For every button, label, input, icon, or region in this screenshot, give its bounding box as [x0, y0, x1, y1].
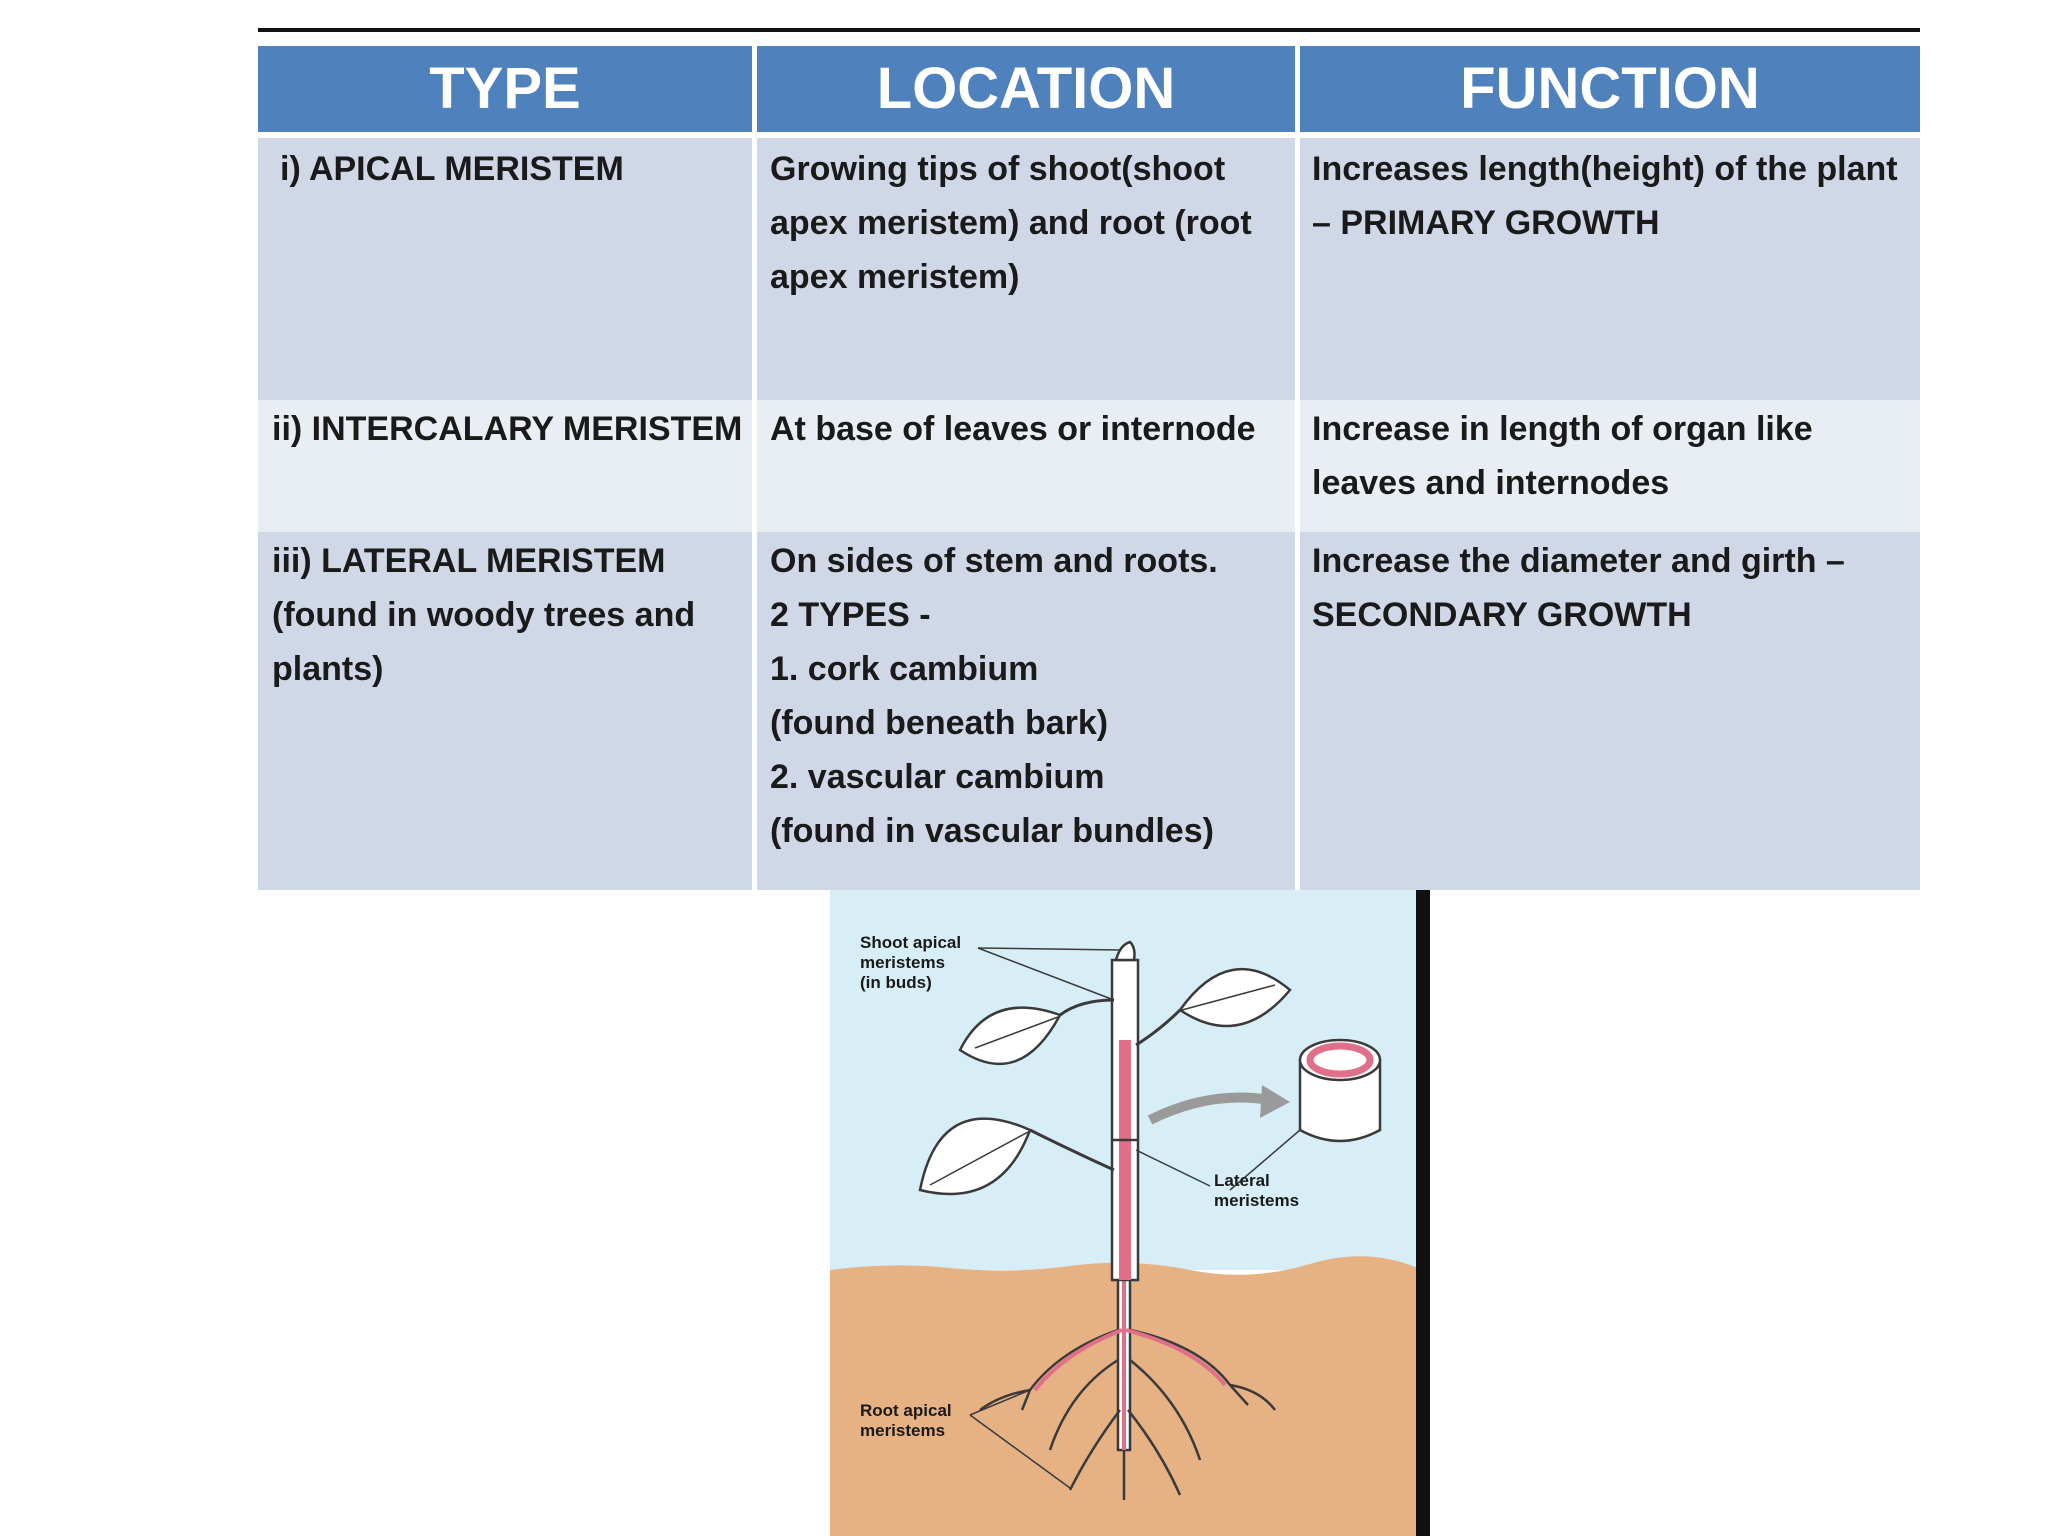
- cell-line: Growing tips of shoot(shoot: [770, 150, 1226, 188]
- cambium-ring-icon: [1306, 1042, 1374, 1078]
- lateral-meristem-tissue: [1119, 1040, 1131, 1280]
- pointer-lines: [969, 947, 1301, 1489]
- branch: [1029, 1128, 1115, 1172]
- cell-location-intercalary: At base of leaves or internode: [770, 402, 1290, 456]
- cell-type-intercalary: ii) INTERCALARY MERISTEM: [272, 402, 748, 456]
- terminal-bud-icon: [1114, 940, 1136, 962]
- cell-line: On sides of stem and roots.: [770, 542, 1218, 580]
- row-bg-intercalary: [258, 400, 1920, 532]
- leaf-icon: [1178, 968, 1292, 1028]
- cell-line: iii) LATERAL MERISTEM: [272, 542, 666, 580]
- root-apical-label: Root apical meristems: [860, 1401, 956, 1440]
- cell-function-apical: Increases length(height) of the plant – …: [1312, 142, 1918, 250]
- top-rule: [258, 28, 1920, 32]
- arrow-icon: [1147, 1092, 1271, 1125]
- column-separator: [752, 46, 757, 890]
- header-divider: [258, 132, 1920, 138]
- leaf-icon: [958, 1006, 1062, 1066]
- cell-line: 1. cork cambium: [770, 650, 1039, 688]
- cell-line: 2. vascular cambium: [770, 758, 1105, 796]
- cell-location-lateral: On sides of stem and roots. 2 TYPES - 1.…: [770, 534, 1290, 858]
- row-bg-apical: [258, 138, 1920, 400]
- cell-line: leaves and internodes: [1312, 464, 1670, 502]
- cell-type-lateral: iii) LATERAL MERISTEM (found in woody tr…: [272, 534, 748, 696]
- leaf-veins: [929, 984, 1276, 1186]
- cell-function-intercalary: Increase in length of organ like leaves …: [1312, 402, 1918, 510]
- cell-line: (found in woody trees and: [272, 596, 696, 634]
- root-meristem-tissue: [1033, 1270, 1227, 1450]
- branch: [1059, 998, 1115, 1017]
- lateral-meristem-label: Lateral meristems: [1214, 1171, 1299, 1210]
- cell-line: (found in vascular bundles): [770, 812, 1214, 850]
- cell-line: apex meristem): [770, 258, 1020, 296]
- stem-cross-section-icon: [1298, 1058, 1382, 1143]
- row-bg-lateral: [258, 532, 1920, 890]
- cell-line: At base of leaves or internode: [770, 410, 1256, 448]
- cell-function-lateral: Increase the diameter and girth – SECOND…: [1312, 534, 1918, 642]
- plant-meristem-diagram: Shoot apical meristems (in buds) Lateral…: [830, 890, 1430, 1536]
- cell-line: 2 TYPES -: [770, 596, 931, 634]
- header-type: TYPE: [258, 46, 752, 132]
- cell-line: plants): [272, 650, 384, 688]
- header-location: LOCATION: [757, 46, 1295, 132]
- cell-location-apical: Growing tips of shoot(shoot apex meriste…: [770, 142, 1290, 304]
- cell-line: Increases length(height) of the plant: [1312, 150, 1898, 188]
- cell-line: Increase the diameter and girth –: [1312, 542, 1845, 580]
- cell-line: SECONDARY GROWTH: [1312, 596, 1692, 634]
- cell-line: i) APICAL MERISTEM: [280, 150, 624, 188]
- column-separator: [1295, 46, 1300, 890]
- cell-type-apical: i) APICAL MERISTEM: [280, 142, 746, 196]
- cell-line: apex meristem) and root (root: [770, 204, 1252, 242]
- shoot-apical-label: Shoot apical meristems (in buds): [860, 933, 966, 992]
- cell-line: Increase in length of organ like: [1312, 410, 1813, 448]
- cell-line: (found beneath bark): [770, 704, 1109, 742]
- right-border: [1416, 890, 1430, 1536]
- arrow-head-icon: [1260, 1085, 1290, 1118]
- branch: [1135, 1008, 1182, 1047]
- header-function: FUNCTION: [1300, 46, 1920, 132]
- meristem-table: TYPE LOCATION FUNCTION i) APICAL MERISTE…: [258, 46, 1920, 890]
- cell-line: – PRIMARY GROWTH: [1312, 204, 1660, 242]
- cell-line: ii) INTERCALARY MERISTEM: [272, 410, 743, 448]
- plant-illustration: Shoot apical meristems (in buds) Lateral…: [830, 890, 1430, 1536]
